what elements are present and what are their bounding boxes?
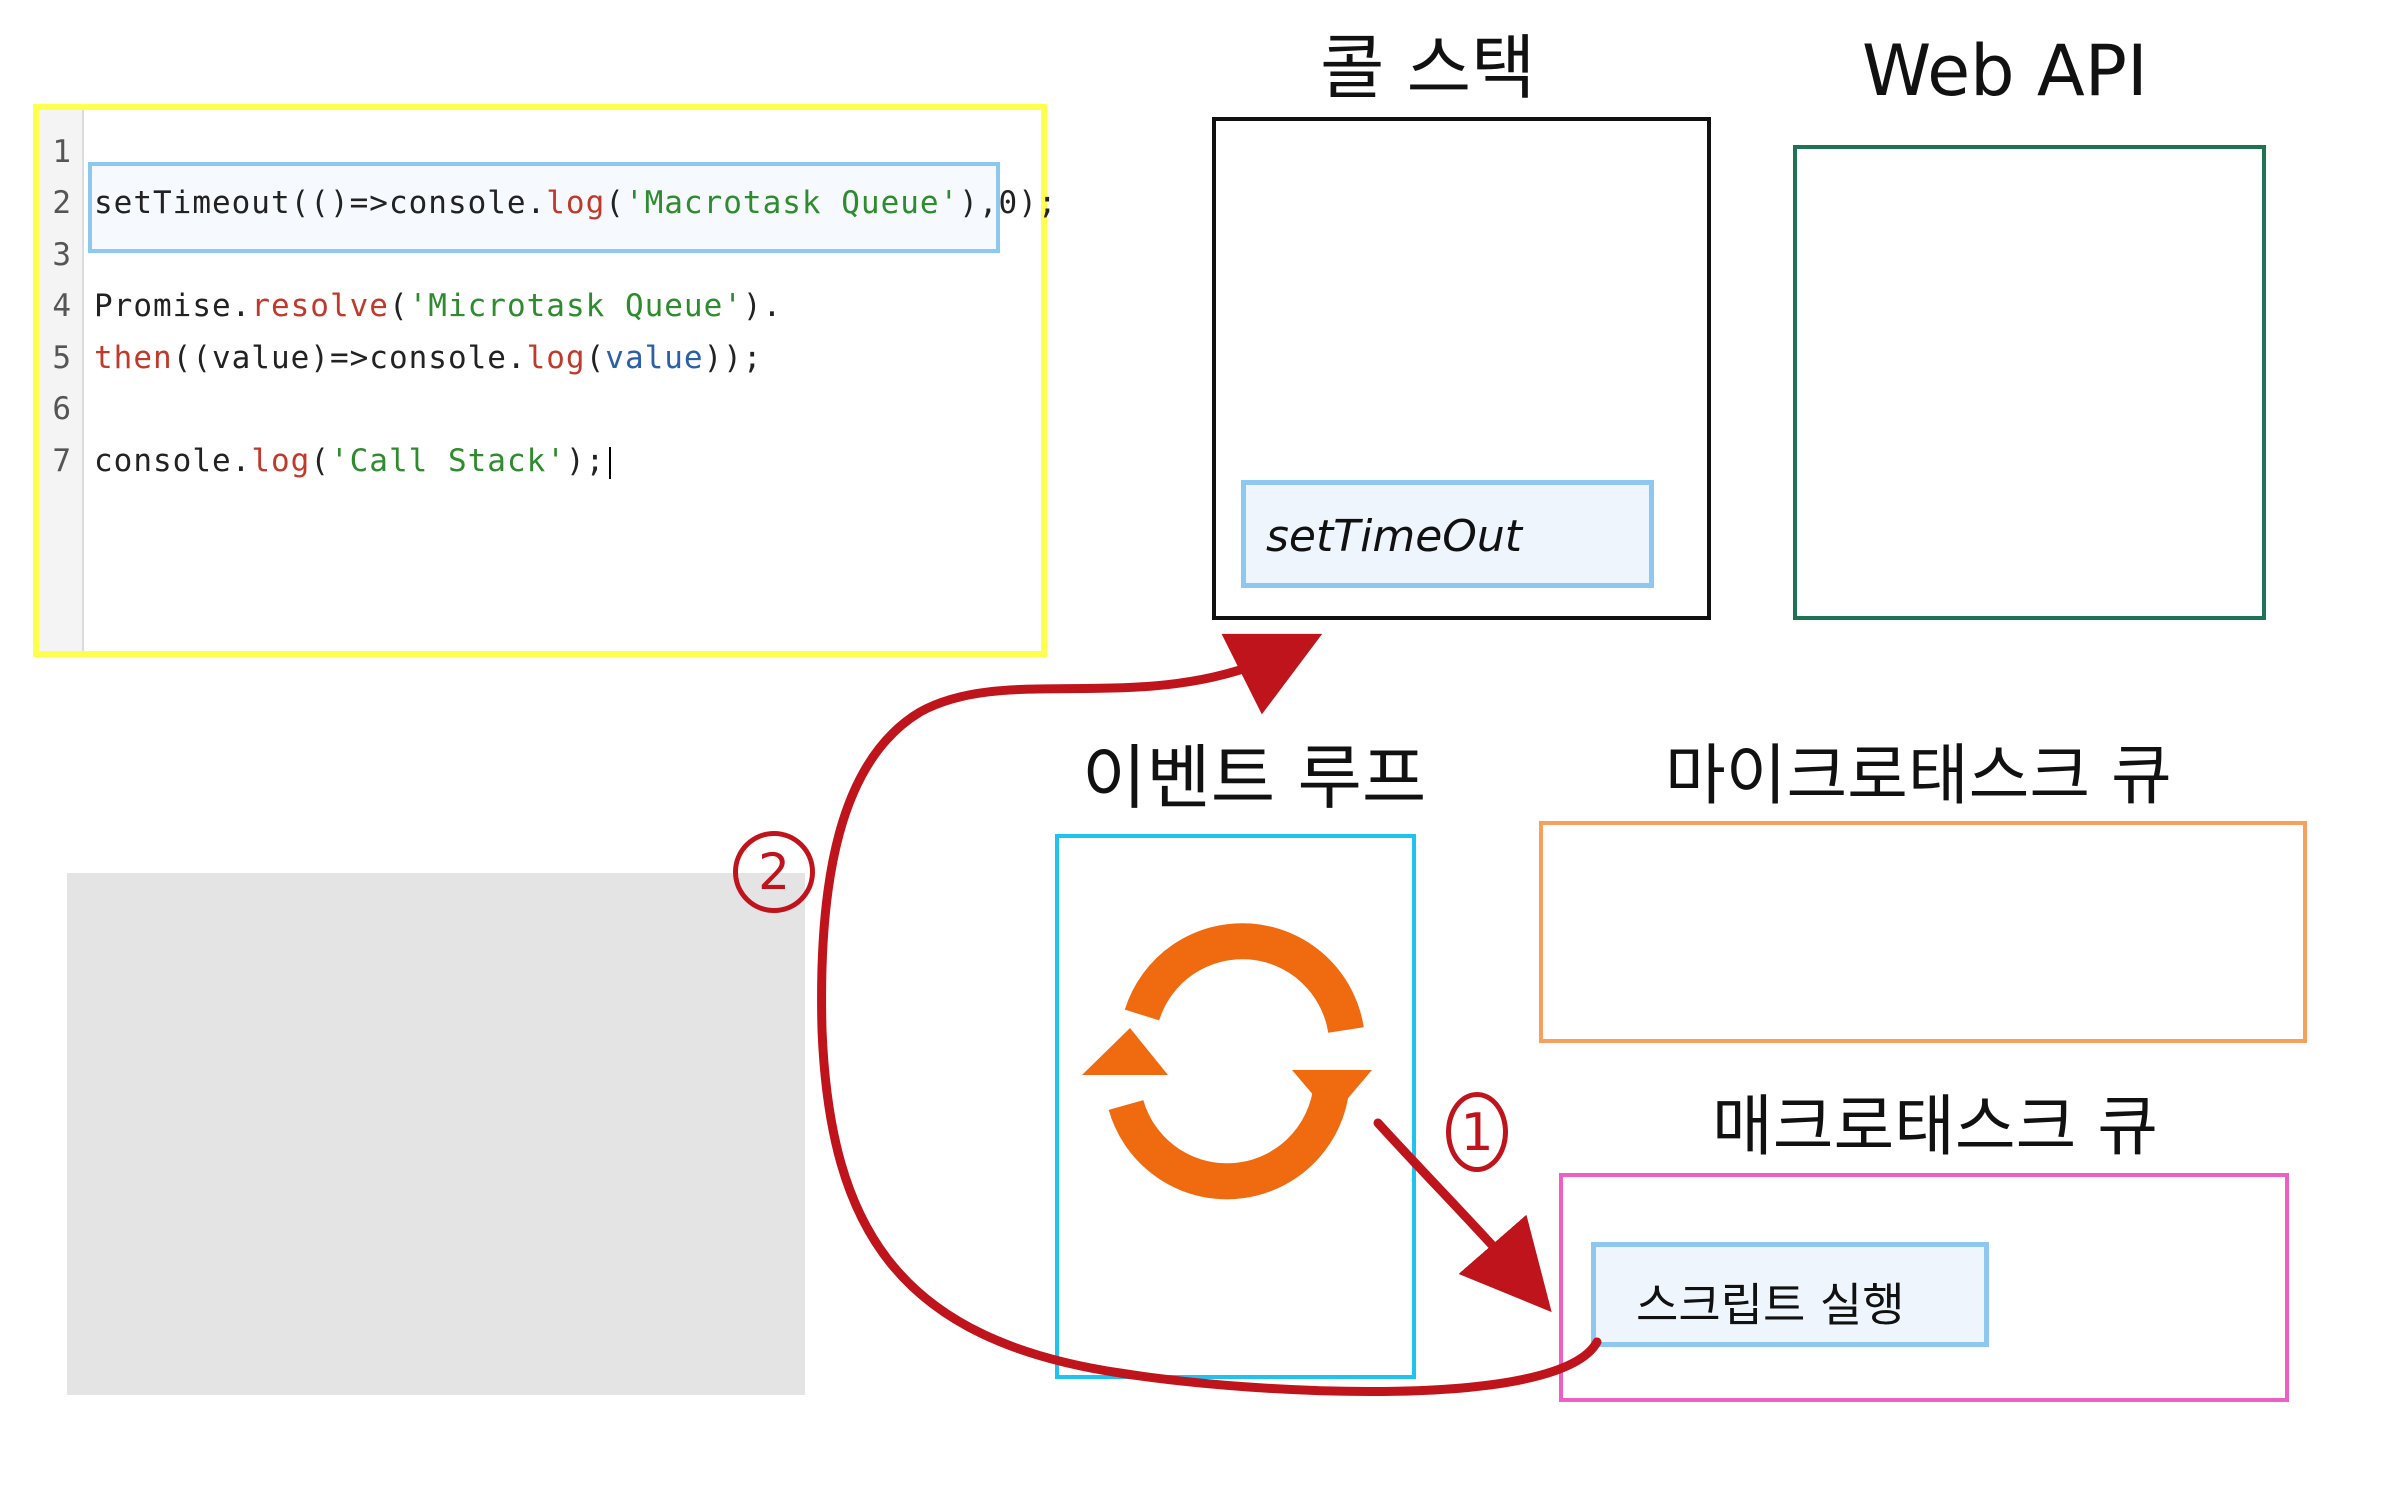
event-loop-box (1055, 834, 1416, 1379)
line-number: 5 (52, 340, 71, 376)
call-stack-item-settimeout: setTimeOut (1241, 480, 1654, 588)
code-line[interactable]: console.log('Call Stack'); (94, 443, 612, 479)
text-caret (609, 446, 612, 479)
call-stack-title: 콜 스택 (1320, 27, 1536, 109)
step-2-badge: 2 (733, 831, 815, 913)
microtask-queue-box (1539, 821, 2307, 1043)
line-number: 6 (52, 391, 71, 427)
line-number: 4 (52, 288, 71, 324)
highlighted-code-line (88, 162, 1000, 253)
step-1-badge: 1 (1446, 1092, 1508, 1172)
macrotask-queue-title: 매크로태스크 큐 (1712, 1088, 2159, 1165)
event-loop-title: 이벤트 루프 (1082, 737, 1427, 819)
line-number: 3 (52, 237, 71, 273)
microtask-queue-title: 마이크로태스크 큐 (1665, 737, 2172, 814)
code-line[interactable]: setTimeout(()=>console.log('Macrotask Qu… (94, 185, 1058, 221)
macrotask-queue-box (1559, 1173, 2289, 1402)
code-editor[interactable]: 1 2 3 4 5 6 7 setTimeout(()=>console.log… (33, 104, 1057, 657)
arrow-step-1 (1373, 1118, 1552, 1313)
code-line[interactable]: Promise.resolve('Microtask Queue'). (94, 288, 783, 324)
line-number: 7 (52, 443, 71, 479)
console-output-area (67, 873, 805, 1395)
web-api-title: Web API (1862, 30, 2148, 112)
arrow-step-2 (817, 633, 1602, 1396)
call-stack-box (1212, 117, 1711, 620)
macrotask-item-script: 스크립트 실행 (1591, 1242, 1989, 1347)
code-line[interactable]: then((value)=>console.log(value)); (94, 340, 763, 376)
line-number: 1 (52, 134, 71, 170)
refresh-cycle-icon (1082, 923, 1372, 1200)
line-number-gutter: 1 2 3 4 5 6 7 (39, 110, 84, 651)
web-api-box (1793, 145, 2266, 620)
line-number: 2 (52, 185, 71, 221)
